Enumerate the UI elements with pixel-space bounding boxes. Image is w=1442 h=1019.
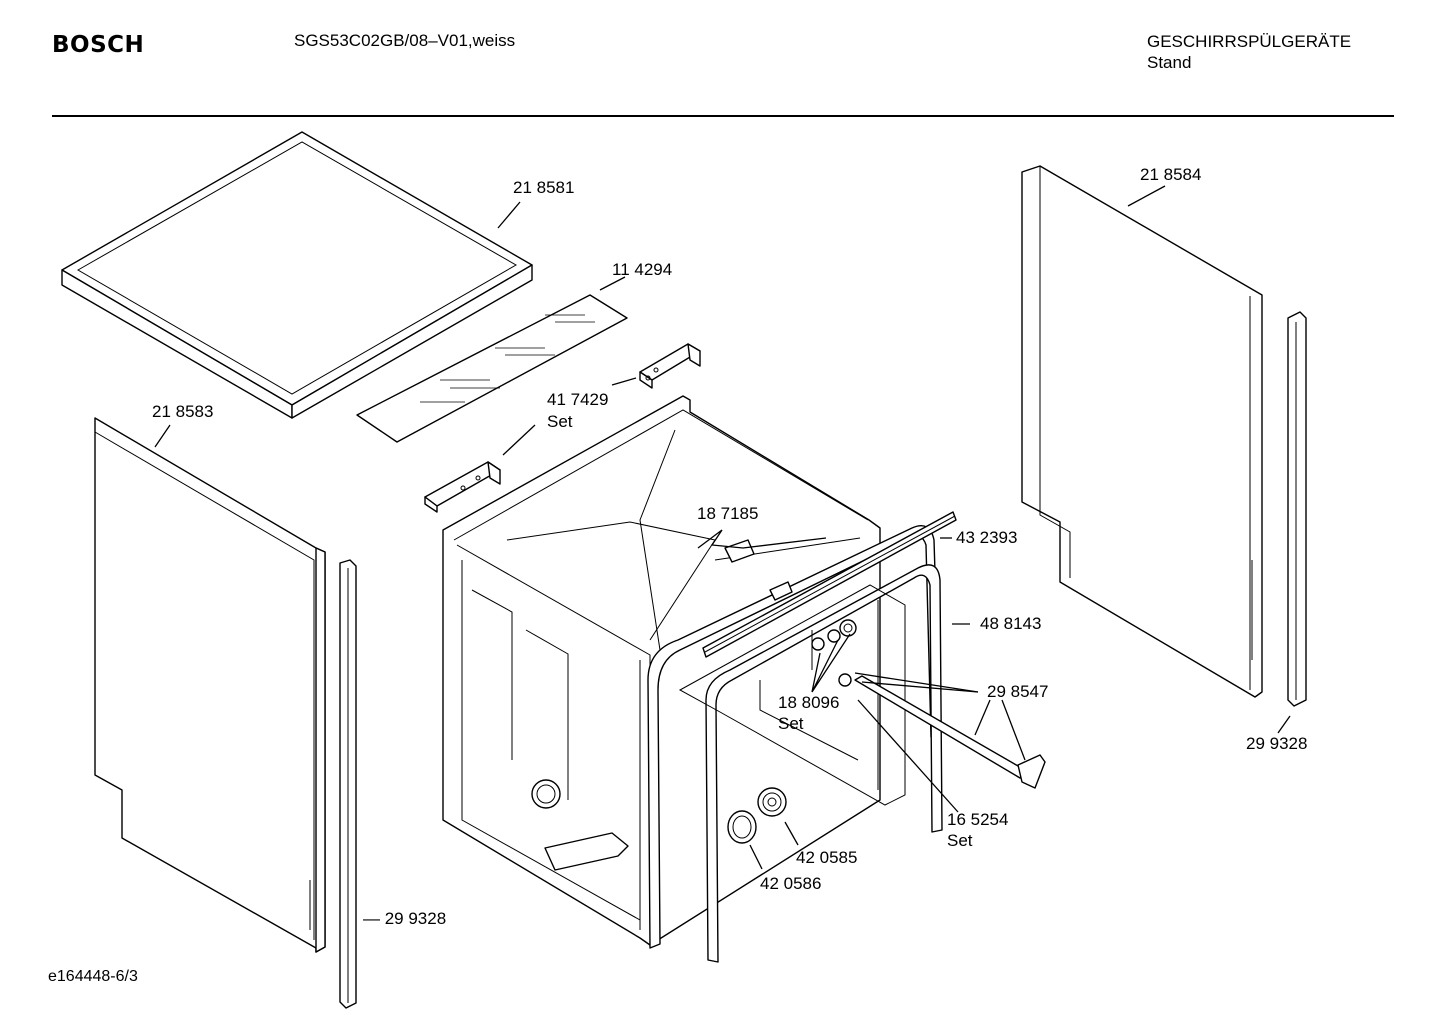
leader-insulation-mat [599, 276, 626, 291]
side-panel-right-part [1021, 165, 1263, 698]
leader-clip [697, 529, 827, 549]
cap-part [757, 787, 787, 817]
brand-logo: BOSCH [52, 32, 145, 58]
leader-rail-a [854, 672, 979, 693]
rail-part [854, 675, 1046, 789]
header-divider [52, 115, 1394, 117]
leader-roller-set [857, 699, 959, 813]
label-door-seal: 48 8143 [980, 614, 1041, 633]
inner-frame-part [705, 564, 943, 963]
insulation-mat-part [356, 294, 628, 443]
door-seal-part [647, 525, 941, 949]
label-side-panel-right: 21 8584 [1140, 165, 1201, 184]
label-cap: 42 0585 [796, 848, 857, 867]
trim-strip-right-part [1287, 311, 1307, 707]
leader-cap [784, 821, 799, 846]
category-subtitle: Stand [1147, 53, 1192, 72]
label-trim-strip-right: 29 9328 [1246, 734, 1307, 753]
label-bracket-set-suffix: Set [547, 412, 573, 431]
leader-ring-nut [749, 844, 763, 870]
label-seal-strip: 43 2393 [956, 528, 1017, 547]
leader-rail-c [974, 699, 991, 736]
bracket-upper-part [639, 343, 701, 389]
drawing-id: e164448-6/3 [48, 968, 138, 985]
label-ring-nut: 42 0586 [760, 874, 821, 893]
appliance-category: GESCHIRRSPÜLGERÄTE Stand [1147, 31, 1351, 73]
leader-rail-d [1001, 699, 1026, 761]
base-plate-part [678, 584, 906, 806]
leader-spray-arm-bearing [811, 633, 851, 693]
seal-strip-part [702, 511, 957, 658]
leader-worktop [497, 201, 521, 229]
leader-rail-b [861, 681, 979, 693]
label-roller-set-suffix: Set [947, 831, 973, 850]
leader-bracket-lower [502, 424, 536, 456]
trim-strip-left-part [339, 559, 357, 1009]
label-clip: 18 7185 [697, 504, 758, 523]
label-spray-arm-bearing: 18 8096 [778, 693, 839, 712]
label-worktop: 21 8581 [513, 178, 574, 197]
label-roller-set: 16 5254 [947, 810, 1008, 829]
spray-arm-bearing-part [811, 619, 857, 687]
worktop-part [61, 131, 533, 419]
leader-bracket-upper [611, 377, 637, 386]
model-number: SGS53C02GB/08–V01,weiss [294, 31, 516, 50]
label-insulation-mat: 11 4294 [612, 260, 672, 279]
label-bracket-set: 41 7429 [547, 390, 608, 409]
leader-side-panel-right [1127, 185, 1166, 207]
label-trim-strip-left: — 29 9328 [363, 909, 446, 928]
label-rail: 29 8547 [987, 682, 1048, 701]
side-panel-left-part [94, 417, 326, 953]
category-title: GESCHIRRSPÜLGERÄTE [1147, 32, 1352, 51]
ring-nut-part [727, 810, 757, 844]
bracket-lower-part [424, 461, 501, 513]
clip-part [724, 539, 793, 601]
leader-trim-strip-right [1277, 715, 1291, 734]
label-spray-arm-bearing-suffix: Set [778, 714, 804, 733]
label-side-panel-left: 21 8583 [152, 402, 213, 421]
leader-side-panel-left [154, 424, 171, 448]
